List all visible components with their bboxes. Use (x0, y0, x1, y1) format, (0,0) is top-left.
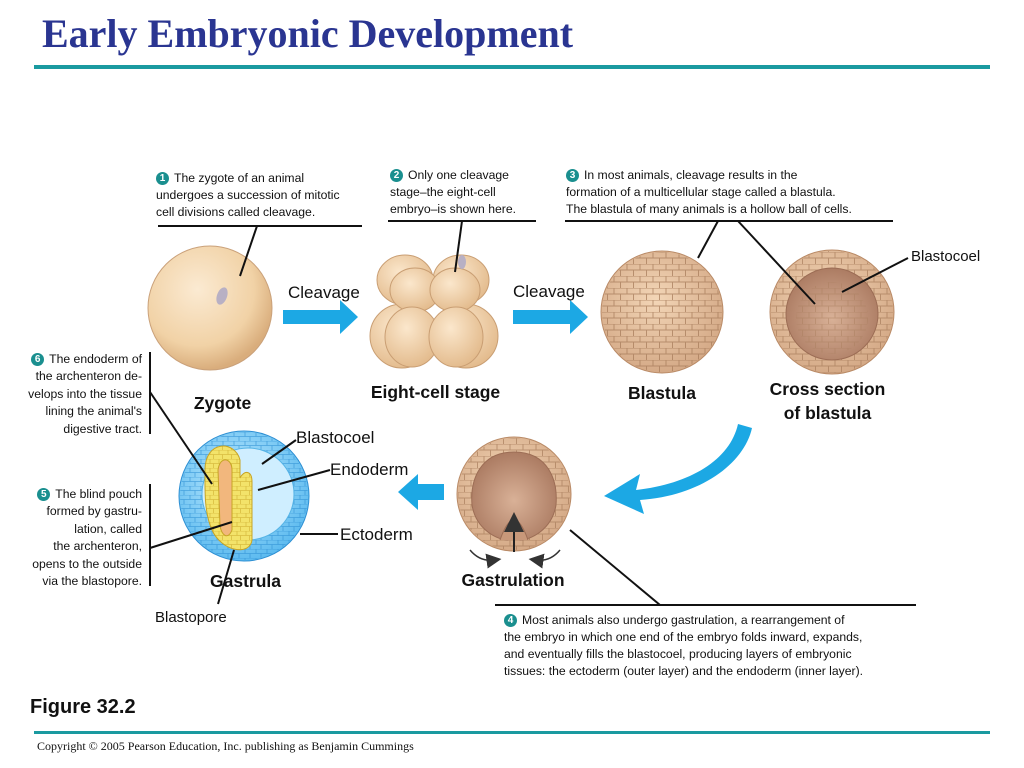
footer-rule (34, 731, 990, 734)
step-5-line: The blind pouch (55, 487, 142, 501)
cleavage-arrow-1 (283, 300, 358, 334)
step-6-line: digestive tract. (63, 421, 142, 436)
step-4-note: 4 Most animals also undergo gastrulation,… (504, 612, 924, 680)
eight-cell-illustration (369, 254, 499, 369)
step-5-line: lation, called (74, 521, 142, 536)
step-number-badge: 4 (504, 614, 517, 627)
gastrulation-to-gastrula-arrow (398, 474, 444, 510)
stage-label-line: of blastula (783, 403, 872, 423)
step-6-line: The endoderm of (49, 352, 142, 366)
step-3-line: formation of a multicellular stage calle… (566, 185, 836, 199)
figure-caption: Figure 32.2 (30, 696, 136, 718)
step-3-note: 3 In most animals, cleavage results in th… (566, 167, 906, 218)
step-2-line: Only one cleavage (408, 168, 509, 182)
blastula-illustration (600, 250, 724, 374)
endoderm-label: Endoderm (330, 460, 409, 479)
step-number-badge: 5 (37, 488, 51, 501)
step-6-note: 6 The endoderm of the archenteron de- vel… (8, 351, 142, 438)
step-4-line: and eventually fills the blastocoel, pro… (504, 647, 852, 661)
blastopore-label: Blastopore (155, 609, 227, 626)
step-2-line: embryo–is shown here. (390, 202, 516, 216)
step-1-line: cell divisions called cleavage. (156, 205, 316, 219)
page-title: Early Embryonic Development (42, 11, 574, 56)
step-4-line: Most animals also undergo gastrulation, … (522, 613, 845, 627)
step-number-badge: 2 (390, 169, 403, 182)
blastula-to-gastrulation-arrow (604, 424, 752, 514)
stage-label-zygote: Zygote (193, 393, 252, 413)
step-1-line: undergoes a succession of mitotic (156, 188, 340, 202)
step-5-note: 5 The blind pouch formed by gastru- latio… (8, 486, 142, 590)
step-5-line: opens to the outside (32, 556, 142, 571)
stage-label-gastrulation: Gastrulation (461, 570, 565, 590)
copyright-text: Copyright © 2005 Pearson Education, Inc.… (37, 739, 414, 753)
blastocoel-label-blastula: Blastocoel (911, 248, 981, 265)
leader-lines (149, 220, 916, 606)
stage-label-eight-cell: Eight-cell stage (370, 382, 501, 402)
step-number-badge: 1 (156, 172, 169, 185)
step-1-line: The zygote of an animal (174, 171, 305, 185)
blastocoel-label-gastrula: Blastocoel (296, 428, 375, 447)
step-6-line: velops into the tissue (28, 386, 142, 401)
cleavage-label-2: Cleavage (513, 282, 585, 301)
stage-label-line: Cross section (769, 379, 886, 399)
step-4-line: tissues: the ectoderm (outer layer) and … (504, 664, 864, 678)
gastrulation-illustration (456, 436, 572, 569)
ectoderm-label: Ectoderm (340, 525, 413, 544)
step-6-line: the archenteron de- (35, 369, 142, 384)
cleavage-arrow-2 (513, 300, 588, 334)
step-1-note: 1 The zygote of an animal undergoes a suc… (156, 170, 366, 221)
zygote-illustration (147, 245, 273, 371)
step-number-badge: 3 (566, 169, 579, 182)
cleavage-label-1: Cleavage (288, 283, 360, 302)
stage-label-gastrula: Gastrula (210, 571, 281, 591)
cross-section-illustration (769, 249, 895, 375)
step-5-line: formed by gastru- (46, 504, 142, 519)
step-number-badge: 6 (31, 353, 45, 366)
step-3-line: In most animals, cleavage results in the (584, 168, 798, 182)
step-5-line: via the blastopore. (42, 574, 142, 589)
step-5-line: the archenteron, (53, 539, 142, 554)
title-rule (34, 65, 990, 69)
step-2-line: stage–the eight-cell (390, 185, 496, 199)
step-4-line: the embryo in which one end of the embry… (504, 630, 863, 644)
step-6-line: lining the animal's (45, 404, 143, 419)
gastrula-illustration (178, 430, 310, 562)
stage-label-cross-section: Cross section of blastula (755, 377, 900, 425)
stage-label-blastula: Blastula (627, 383, 697, 403)
step-3-line: The blastula of many animals is a hollow… (566, 202, 852, 216)
